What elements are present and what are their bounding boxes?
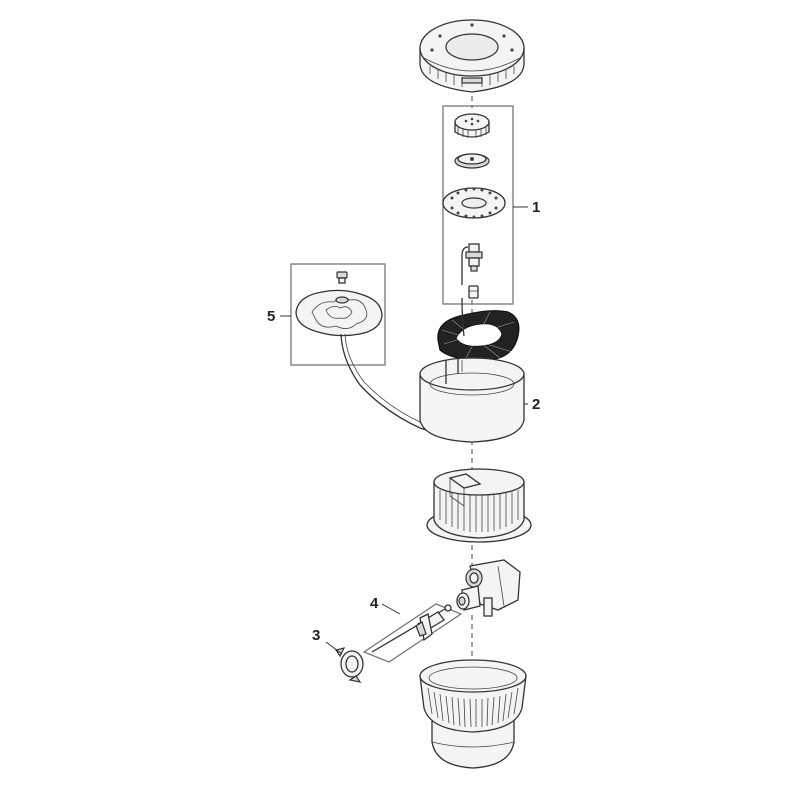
- nozzle-disc: [454, 153, 490, 169]
- nozzle-connector: [461, 243, 483, 285]
- part-group-box-4: [362, 603, 463, 663]
- top-cover: [419, 19, 525, 93]
- nozzle-cap: [454, 113, 490, 138]
- leaf-nozzle-cap: [336, 271, 348, 284]
- callout-label-2: 2: [532, 396, 540, 413]
- small-connector-piece: [468, 285, 479, 299]
- callout-label-5: 5: [267, 308, 275, 325]
- callout-3-leader: [325, 641, 343, 655]
- pump-housing: [456, 559, 521, 617]
- impeller-rotor: [371, 604, 452, 653]
- bearing-cap: [335, 647, 364, 683]
- callout-label-4: 4: [370, 595, 379, 612]
- part-group-box-5: [290, 263, 386, 366]
- pump-chamber-housing: [419, 659, 527, 769]
- nozzle-plate: [442, 187, 506, 219]
- callout-label-3: 3: [312, 627, 320, 644]
- callout-label-1: 1: [532, 199, 540, 216]
- foam-filter-ring: [437, 310, 520, 361]
- floating-leaf: [295, 289, 383, 337]
- nozzle-supply-hose: [461, 297, 465, 337]
- callout-4-leader: [381, 603, 401, 615]
- connecting-ring: [419, 357, 525, 443]
- upper-filter-basket: [426, 468, 532, 543]
